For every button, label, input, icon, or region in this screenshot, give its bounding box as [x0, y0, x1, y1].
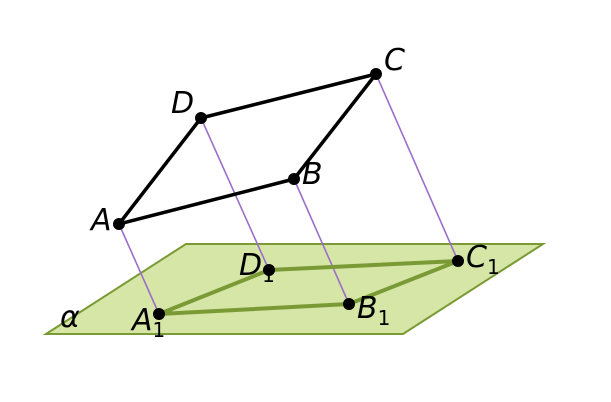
label-c: C: [384, 43, 405, 78]
projection-line-a: [118, 223, 160, 315]
projection-line-c: [375, 73, 459, 262]
label-b: B: [302, 157, 323, 192]
label-d1: D1: [239, 248, 275, 287]
label-d: D: [171, 86, 194, 121]
point-c1: [452, 255, 464, 267]
projection-line-b: [293, 178, 350, 305]
point-c: [370, 68, 382, 80]
label-a1: A1: [130, 303, 165, 342]
label-b1: B1: [357, 291, 390, 330]
point-d1: [263, 264, 275, 276]
point-b1: [343, 298, 355, 310]
point-d: [195, 112, 207, 124]
label-c1: C1: [466, 240, 500, 279]
quadrilateral-abcd: [117, 72, 378, 226]
point-a1: [153, 308, 165, 320]
label-plane-alpha: α: [60, 300, 80, 335]
points: [113, 68, 464, 320]
point-b: [288, 173, 300, 185]
point-a: [113, 218, 125, 230]
label-a: A: [89, 203, 112, 238]
